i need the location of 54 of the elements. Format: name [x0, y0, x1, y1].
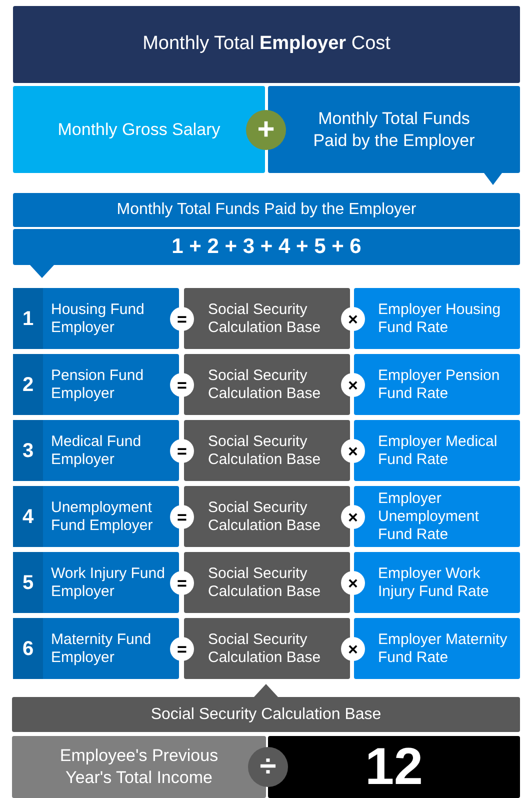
fund-box: [13, 486, 179, 547]
operator-sign: ×: [348, 310, 358, 328]
operator-sign: ×: [348, 442, 358, 460]
fund-box: [13, 618, 179, 679]
box-label: Social Security Calculation Base: [207, 564, 322, 600]
fund-label: Medical Fund Employer: [50, 432, 142, 470]
box-label: 12: [365, 737, 423, 798]
row-number: 5: [13, 552, 43, 613]
operator-sign: ×: [348, 376, 358, 394]
row-number: 3: [13, 420, 43, 481]
operator-sign: =: [177, 574, 187, 592]
header-band: [13, 193, 520, 227]
fund-box: [13, 420, 179, 481]
box-label: Social Security Calculation Base: [207, 432, 322, 468]
box-label: Employer Maternity Fund Rate: [377, 630, 508, 666]
box-label: Social Security Calculation Base: [207, 366, 322, 402]
box-label: Monthly Total Funds Paid by the Employer: [116, 200, 416, 220]
fund-box: [13, 288, 179, 349]
row-number: 1: [13, 288, 43, 349]
box-label: 1 + 2 + 3 + 4 + 5 + 6: [172, 234, 362, 260]
operator-sign: =: [177, 310, 187, 328]
box-label: Employer Work Injury Fund Rate: [377, 564, 490, 600]
title-box: [13, 6, 520, 83]
operator-sign: =: [177, 376, 187, 394]
fund-label: Housing Fund Employer: [50, 300, 146, 338]
box-label: Employer Medical Fund Rate: [377, 432, 498, 468]
operator-sign: +: [257, 115, 275, 145]
box-label: Employer Housing Fund Rate: [377, 300, 502, 336]
row-number: 2: [13, 354, 43, 415]
operator-sign: =: [177, 640, 187, 658]
operator-sign: =: [177, 442, 187, 460]
box-label: Employee's Previous Year's Total Income: [58, 745, 220, 789]
fund-label: Pension Fund Employer: [50, 366, 145, 404]
fund-label: Maternity Fund Employer: [50, 630, 152, 668]
box-label: Social Security Calculation Base: [150, 704, 382, 724]
box-label: Monthly Total Employer Cost: [142, 32, 390, 56]
row-number: 4: [13, 486, 43, 547]
operator-sign: ×: [348, 574, 358, 592]
box-label: Employer Pension Fund Rate: [377, 366, 501, 402]
operator-sign: ×: [348, 508, 358, 526]
row-number: 6: [13, 618, 43, 679]
fund-box: [13, 354, 179, 415]
box-label: Employer Unemployment Fund Rate: [377, 490, 480, 544]
fund-box: [13, 552, 179, 613]
operator-sign: =: [177, 508, 187, 526]
box-label: Social Security Calculation Base: [207, 630, 322, 666]
fund-label: Unemployment Fund Employer: [50, 498, 154, 536]
operator-sign: ×: [348, 640, 358, 658]
fund-label: Work Injury Fund Employer: [50, 564, 166, 602]
box-label: Social Security Calculation Base: [207, 498, 322, 534]
box-label: Monthly Total Funds Paid by the Employer: [312, 108, 476, 152]
box-label: Monthly Gross Salary: [56, 118, 222, 140]
operator-sign: ÷: [260, 752, 276, 782]
box-label: Social Security Calculation Base: [207, 300, 322, 336]
